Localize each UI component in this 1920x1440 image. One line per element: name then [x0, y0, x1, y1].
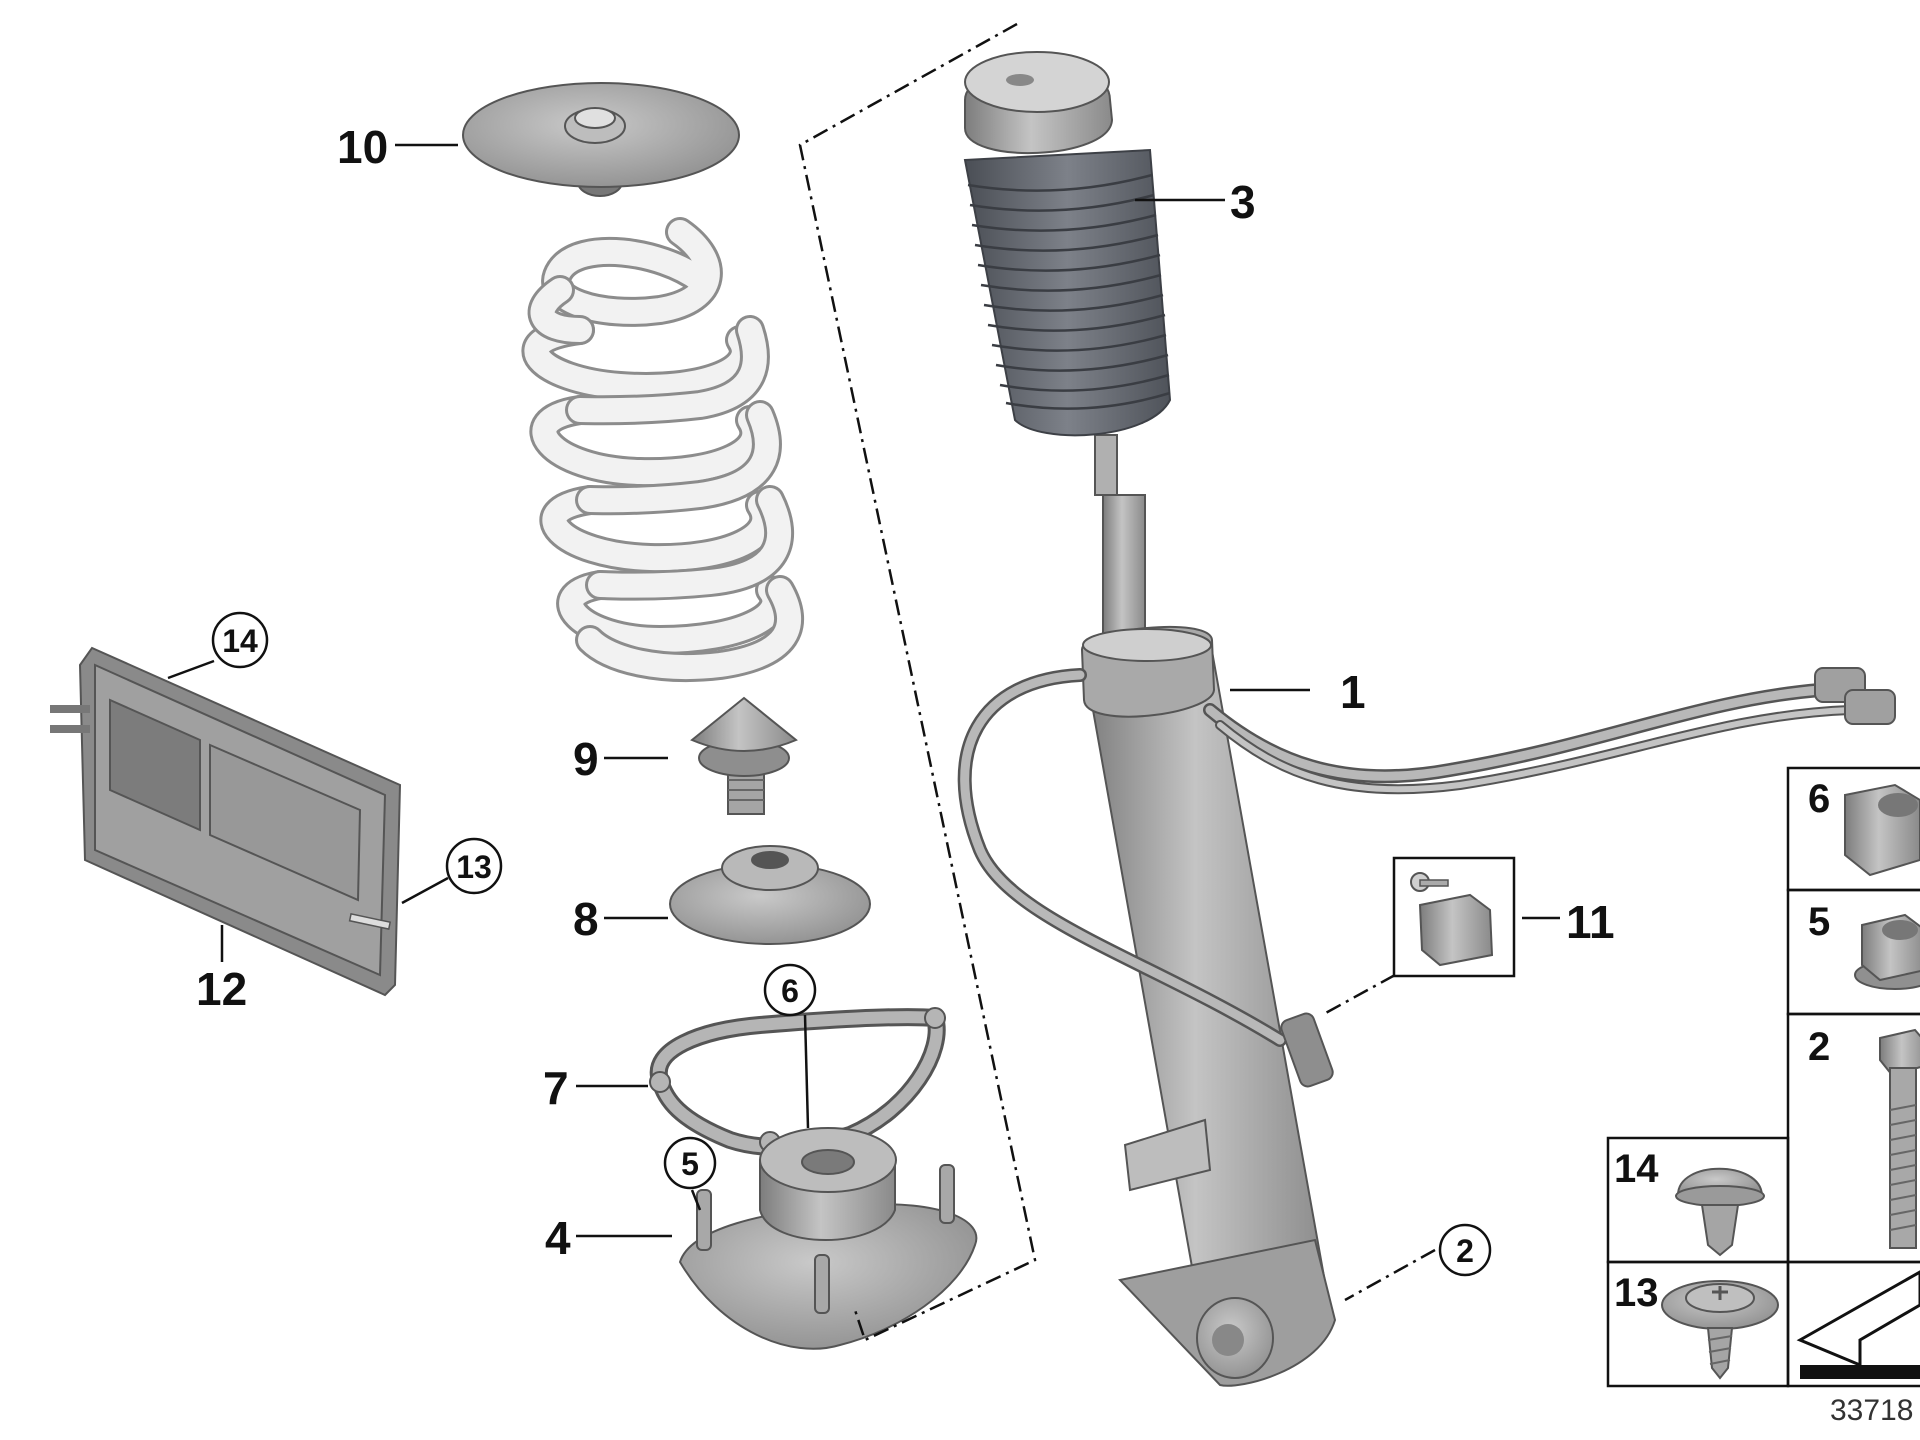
exploded-view-line-main — [798, 22, 1037, 1342]
part-11-clip-box — [1392, 856, 1516, 978]
part-4-strut-mount — [678, 1127, 978, 1350]
part-12-control-unit — [50, 646, 402, 997]
callout-8: 8 — [573, 893, 599, 945]
key-bolt-2 — [1879, 1028, 1920, 1249]
callout-4: 4 — [545, 1212, 571, 1264]
callout-2: 2 — [1456, 1233, 1474, 1269]
callout-1: 1 — [1340, 666, 1366, 718]
callout-5: 5 — [681, 1146, 699, 1182]
callout-6: 6 — [781, 973, 799, 1009]
callout-13: 13 — [456, 849, 492, 885]
part-1-shock-absorber — [957, 494, 1896, 1387]
key-14: 14 — [1614, 1147, 1659, 1191]
key-13: 13 — [1614, 1271, 1659, 1315]
diagram-reference-number: 33718 — [1830, 1394, 1913, 1427]
leader-lines — [167, 143, 1560, 1238]
callout-14: 14 — [222, 623, 258, 659]
key-5: 5 — [1808, 900, 1830, 944]
callout-9: 9 — [573, 733, 599, 785]
part-3-protective-boot — [963, 51, 1172, 496]
key-clip-14 — [1675, 1167, 1765, 1257]
callout-10: 10 — [337, 121, 388, 173]
key-direction-arrow-icon — [1796, 1270, 1920, 1379]
fastener-key-panel: 6 5 2 14 13 — [1606, 766, 1920, 1388]
part-10-spring-plate — [462, 82, 740, 197]
callout-7: 7 — [543, 1062, 569, 1114]
callout-labels: 1 3 4 7 8 9 10 11 12 — [196, 121, 1615, 1264]
key-flange-nut-5 — [1854, 913, 1920, 990]
coil-spring — [521, 217, 804, 682]
circled-callouts: 2 5 6 13 14 — [211, 611, 1492, 1277]
key-2: 2 — [1808, 1025, 1830, 1069]
exploded-line-2 — [1344, 1248, 1436, 1302]
part-8-washer — [669, 845, 871, 945]
key-nut-6 — [1844, 783, 1920, 877]
callout-3: 3 — [1230, 176, 1256, 228]
exploded-line-11 — [1321, 973, 1396, 1017]
part-9-bump-stop — [690, 696, 798, 815]
callout-12: 12 — [196, 963, 247, 1015]
callout-11: 11 — [1566, 896, 1615, 948]
key-screw-13 — [1661, 1280, 1779, 1380]
key-6: 6 — [1808, 777, 1830, 821]
